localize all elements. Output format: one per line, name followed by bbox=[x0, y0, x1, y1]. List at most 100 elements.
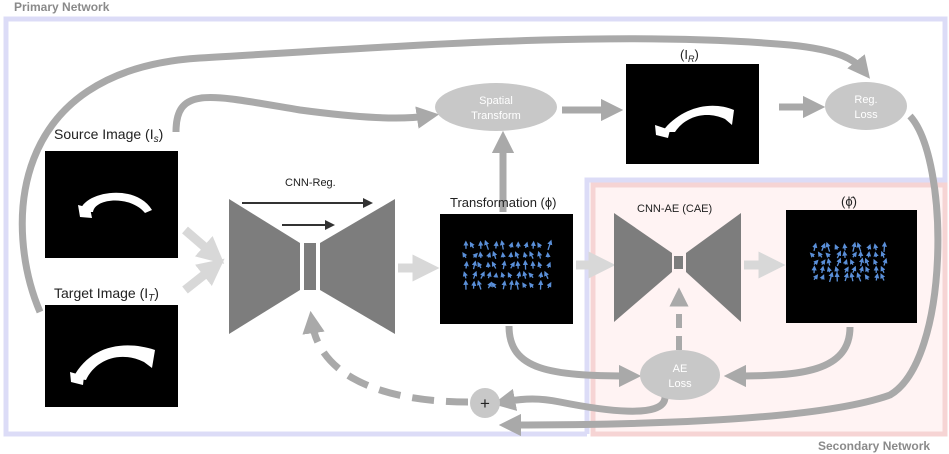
transformation-field bbox=[440, 214, 573, 324]
phi-hat-label: (ϕ̂) bbox=[841, 194, 857, 209]
spatial-transform-node bbox=[435, 83, 557, 131]
cnn-reg-label: CNN-Reg. bbox=[285, 177, 336, 189]
field-vector bbox=[546, 281, 552, 289]
field-vector bbox=[882, 257, 888, 266]
field-vector bbox=[834, 265, 840, 273]
field-vector bbox=[819, 265, 825, 274]
field-vector bbox=[462, 271, 468, 279]
field-vector bbox=[472, 270, 478, 279]
field-vector bbox=[501, 260, 507, 270]
field-vector bbox=[480, 271, 485, 279]
primary-network-region bbox=[3, 16, 948, 437]
field-vector bbox=[873, 258, 879, 266]
field-vector bbox=[516, 271, 522, 279]
field-vector bbox=[826, 266, 832, 273]
field-vector bbox=[522, 251, 528, 258]
field-vector bbox=[851, 251, 857, 258]
field-vector bbox=[514, 279, 520, 290]
field-vector bbox=[809, 252, 816, 258]
spatial-transform-label-1: Spatial bbox=[479, 95, 513, 107]
field-vector bbox=[509, 261, 515, 269]
phihat-to-aeloss-arrow bbox=[723, 326, 854, 388]
field-vector bbox=[477, 261, 483, 269]
cnn-reg-bottleneck bbox=[304, 243, 316, 290]
field-vector bbox=[508, 241, 514, 248]
field-vector bbox=[463, 260, 469, 269]
field-vector bbox=[856, 272, 862, 282]
field-vector bbox=[842, 250, 848, 258]
field-vector bbox=[472, 252, 479, 259]
field-vector bbox=[864, 257, 870, 267]
field-vector bbox=[469, 241, 475, 249]
field-vector bbox=[507, 271, 513, 278]
warped-image-label: (IR) bbox=[680, 47, 699, 64]
field-vector bbox=[546, 261, 551, 269]
field-vector bbox=[858, 265, 864, 273]
field-vector bbox=[547, 239, 553, 251]
field-vector bbox=[851, 241, 857, 252]
field-vector bbox=[537, 261, 543, 269]
field-vector bbox=[501, 280, 507, 290]
field-vector bbox=[836, 257, 842, 267]
field-vector bbox=[858, 257, 865, 267]
cnn-ae-decoder bbox=[686, 213, 741, 322]
reg-loss-label-2: Loss bbox=[854, 109, 878, 121]
field-vector bbox=[528, 282, 535, 289]
ae-loss-node bbox=[640, 350, 720, 400]
field-vector bbox=[834, 244, 840, 250]
field-vector bbox=[880, 273, 886, 281]
field-vector bbox=[522, 282, 528, 288]
phi-hat-field bbox=[786, 210, 917, 323]
transformation-to-aeloss-arrow bbox=[505, 325, 642, 388]
spatial-transform-label-2: Transform bbox=[471, 110, 521, 122]
field-vector bbox=[471, 260, 477, 270]
target-to-cnnreg-arrow bbox=[182, 258, 225, 294]
sum-node bbox=[470, 388, 500, 418]
field-vector bbox=[881, 241, 887, 252]
field-vector bbox=[499, 239, 506, 250]
field-vector bbox=[813, 259, 819, 266]
warped-image-shape bbox=[655, 105, 734, 138]
field-vector bbox=[842, 243, 848, 251]
sum-symbol: + bbox=[480, 394, 490, 413]
field-vector bbox=[537, 250, 543, 259]
ae-loss-label-1: AE bbox=[673, 363, 688, 375]
field-vector bbox=[849, 272, 855, 282]
field-vector bbox=[529, 250, 535, 259]
field-vector bbox=[486, 252, 492, 258]
field-vector bbox=[866, 243, 872, 250]
field-vector bbox=[528, 272, 534, 279]
field-vector bbox=[864, 274, 870, 281]
field-vector bbox=[825, 241, 831, 252]
field-vector bbox=[491, 261, 497, 269]
field-vector bbox=[828, 271, 834, 283]
cnn-reg-encoder bbox=[229, 199, 300, 334]
regloss-to-plus-arrow bbox=[498, 113, 942, 437]
field-vector bbox=[842, 259, 848, 265]
field-vector bbox=[484, 239, 490, 250]
cnn-ae-encoder bbox=[614, 213, 672, 322]
field-vector bbox=[850, 258, 855, 265]
field-vector bbox=[812, 274, 819, 281]
source-to-cnnreg-arrow bbox=[182, 226, 225, 264]
field-vector bbox=[865, 251, 872, 258]
field-vector bbox=[514, 251, 520, 259]
field-vector bbox=[491, 282, 497, 289]
field-vector bbox=[843, 266, 849, 273]
field-vector bbox=[820, 259, 826, 266]
ae-loss-label-2: Loss bbox=[668, 378, 692, 390]
field-vector bbox=[880, 250, 886, 258]
field-vector bbox=[523, 241, 529, 249]
secondary-network-title: Secondary Network bbox=[818, 439, 930, 453]
target-image-shape bbox=[70, 345, 155, 385]
field-vector bbox=[812, 242, 818, 252]
field-vector bbox=[537, 242, 543, 248]
field-vector bbox=[487, 281, 492, 289]
field-vector bbox=[843, 272, 849, 282]
field-vector bbox=[476, 280, 482, 290]
field-vector bbox=[478, 251, 484, 259]
field-vector bbox=[865, 266, 871, 273]
field-vector bbox=[492, 250, 498, 260]
field-vector bbox=[493, 240, 499, 249]
transformation-label: Transformation (ϕ) bbox=[450, 195, 557, 210]
